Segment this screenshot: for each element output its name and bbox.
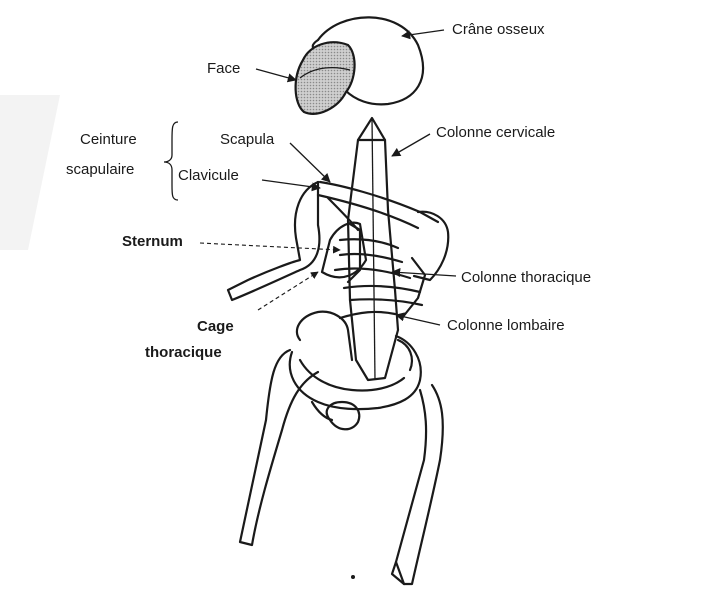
face-bone <box>294 41 356 115</box>
ceinture-brace <box>163 121 179 201</box>
legs <box>238 348 444 586</box>
skull <box>294 16 424 115</box>
spine <box>346 116 400 382</box>
pelvis <box>288 310 422 431</box>
label-colonne-thoracique: Colonne thoracique <box>461 269 591 286</box>
label-ceinture-1: Ceinture <box>80 131 137 148</box>
label-sternum: Sternum <box>122 233 183 250</box>
watermark-shape <box>0 95 60 250</box>
label-crane: Crâne osseux <box>452 21 545 38</box>
label-face: Face <box>207 60 240 77</box>
label-cage-1: Cage <box>197 318 234 335</box>
stray-dot <box>351 575 355 579</box>
label-cage-2: thoracique <box>145 344 222 361</box>
label-clavicule: Clavicule <box>178 167 239 184</box>
ribcage <box>320 221 427 320</box>
leader-lines <box>199 29 457 326</box>
left-arm <box>226 180 321 302</box>
labels: Crâne osseux Face Ceinture scapulaire Sc… <box>66 21 591 361</box>
label-colonne-lombaire: Colonne lombaire <box>447 317 565 334</box>
shoulder-girdle <box>316 180 450 282</box>
label-ceinture-2: scapulaire <box>66 161 134 178</box>
label-colonne-cervicale: Colonne cervicale <box>436 124 555 141</box>
label-scapula: Scapula <box>220 131 275 148</box>
